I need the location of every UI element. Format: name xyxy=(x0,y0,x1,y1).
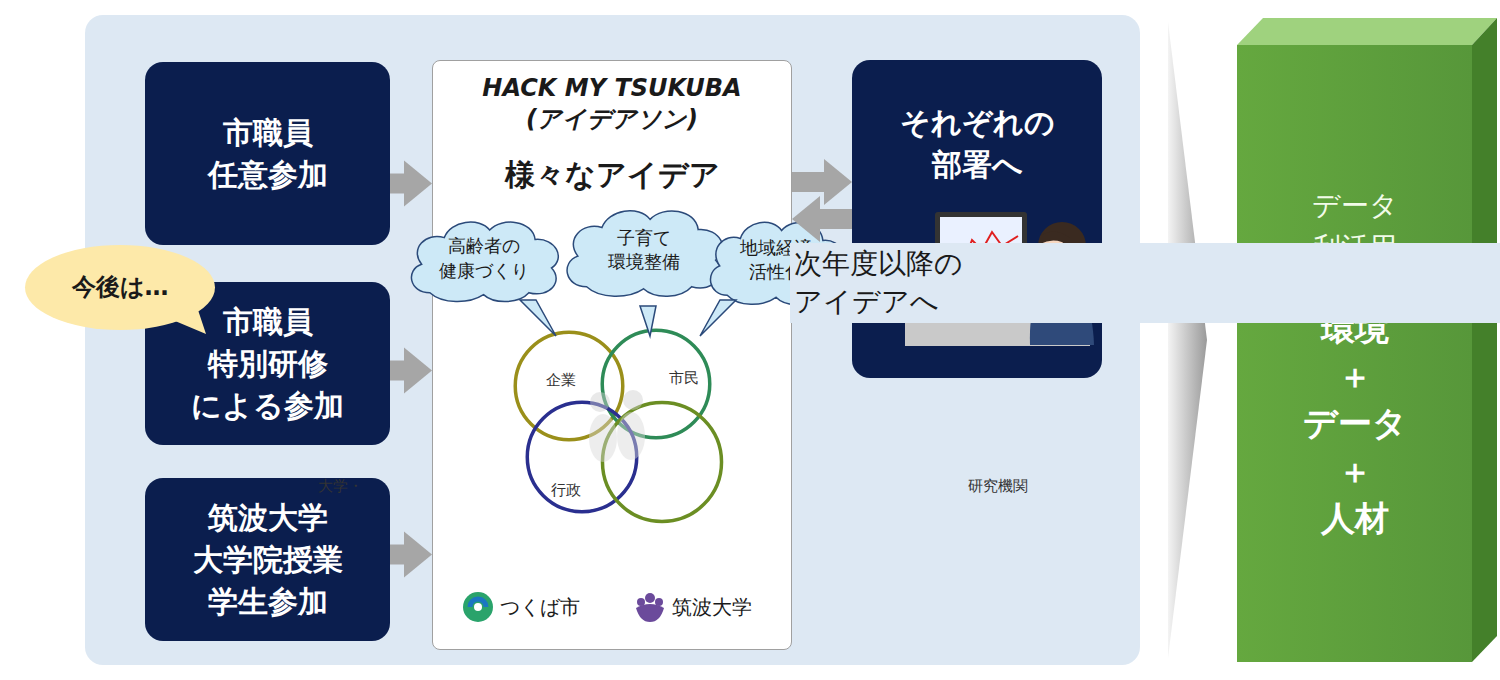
illustration-part xyxy=(1038,236,1066,270)
node-text: 子育て 環境整備 xyxy=(556,226,731,275)
illustration-part xyxy=(623,390,643,410)
people-figure xyxy=(589,390,645,462)
node-text: 市民 xyxy=(669,370,699,387)
arrow-shaft xyxy=(390,545,404,565)
logo-label: つくば市 xyxy=(500,595,580,619)
node-text: 今後は… xyxy=(72,272,169,303)
illustration-part xyxy=(589,414,617,462)
participant-box: 市職員 任意参加 xyxy=(145,62,390,245)
illustration-part xyxy=(944,232,1018,266)
illustration-part xyxy=(1030,282,1094,345)
arrow-shaft xyxy=(792,172,824,192)
illustration-part xyxy=(975,288,987,304)
logo-label: 筑波大学 xyxy=(672,595,752,619)
illustration-part xyxy=(640,306,656,336)
node-text: 市職員 任意参加 xyxy=(159,112,376,196)
illustration-part xyxy=(935,212,1027,288)
illustration-part xyxy=(1038,222,1086,270)
arrow-head xyxy=(404,532,432,578)
circle-outline xyxy=(600,400,724,524)
flow-arrow xyxy=(390,348,432,394)
node-text: 企業 xyxy=(546,372,576,389)
participant-box: 筑波大学 大学院授業 学生参加 xyxy=(145,478,390,641)
tsukuba-university-emblem xyxy=(636,593,664,622)
illustration-part xyxy=(617,412,645,460)
office-worker-illustration xyxy=(905,212,1094,346)
chevron-arrow xyxy=(1168,22,1207,658)
illustration-part xyxy=(463,592,493,622)
arrow-shaft xyxy=(390,361,404,381)
arrow-head xyxy=(792,196,820,242)
illustration-part xyxy=(958,302,1004,308)
cloud-outline xyxy=(556,199,731,301)
callout-tail xyxy=(168,310,206,334)
arrow-head xyxy=(404,161,432,207)
cloud-tails xyxy=(520,300,736,336)
tsukuba-city-logo xyxy=(463,592,493,622)
illustration-part xyxy=(590,392,610,412)
node-text: 大学・ 研究機関 xyxy=(318,478,1028,495)
venn-ring xyxy=(515,332,623,440)
illustration-part xyxy=(1040,231,1070,246)
illustration-part xyxy=(950,310,1010,316)
ideathon-panel: HACK MY TSUKUBA (アイデアソン)様々なアイデア高齢者の 健康づく… xyxy=(432,60,792,650)
node-text: 筑波大学 大学院授業 学生参加 xyxy=(159,497,376,623)
cloud-outline xyxy=(401,211,566,306)
arrow-head xyxy=(824,159,852,205)
illustration-part xyxy=(636,604,664,622)
illustration-part xyxy=(474,603,482,611)
node-text: HACK MY TSUKUBA (アイデアソン) xyxy=(447,73,777,135)
venn-ring xyxy=(602,402,721,521)
flow-arrow xyxy=(390,532,432,578)
flow-arrow xyxy=(792,196,852,242)
node-text: 高齢者の 健康づくり xyxy=(401,234,566,283)
arrow-head xyxy=(404,348,432,394)
illustration-part xyxy=(520,300,556,336)
arrow-shaft xyxy=(820,209,852,229)
illustration-part xyxy=(940,217,1022,281)
venn-circle: 大学・ 研究機関 xyxy=(600,400,724,524)
illustration-part xyxy=(637,598,645,606)
flow-arrow xyxy=(792,159,852,205)
node-text: 環境 ＋ データ ＋ 人材 xyxy=(1237,305,1472,543)
illustration-part xyxy=(655,598,663,606)
speech-callout: 今後は… xyxy=(25,245,215,330)
illustration-part xyxy=(645,593,655,603)
node-text: 市職員 特別研修 による参加 xyxy=(159,301,376,427)
cube-top xyxy=(1237,18,1497,45)
department-box: それぞれの 部署へ xyxy=(852,60,1102,378)
edge-label: 次年度以降の アイデアへ xyxy=(790,243,1500,323)
cube-side xyxy=(1472,18,1497,662)
illustration-part xyxy=(700,300,736,336)
venn-circle: 企業 xyxy=(513,330,625,442)
node-text: 様々なアイデア xyxy=(505,155,720,194)
illustration-part xyxy=(1010,300,1040,318)
arrow-shaft xyxy=(390,174,404,194)
idea-cloud: 子育て 環境整備 xyxy=(556,199,731,301)
illustration-part xyxy=(470,599,486,607)
illustration-part xyxy=(905,318,1090,346)
node-text: それぞれの 部署へ xyxy=(852,102,1102,186)
flow-arrow xyxy=(390,161,432,207)
data-use-block: データ 利活用環境 ＋ データ ＋ 人材 xyxy=(1237,45,1472,662)
idea-cloud: 高齢者の 健康づくり xyxy=(401,211,566,306)
